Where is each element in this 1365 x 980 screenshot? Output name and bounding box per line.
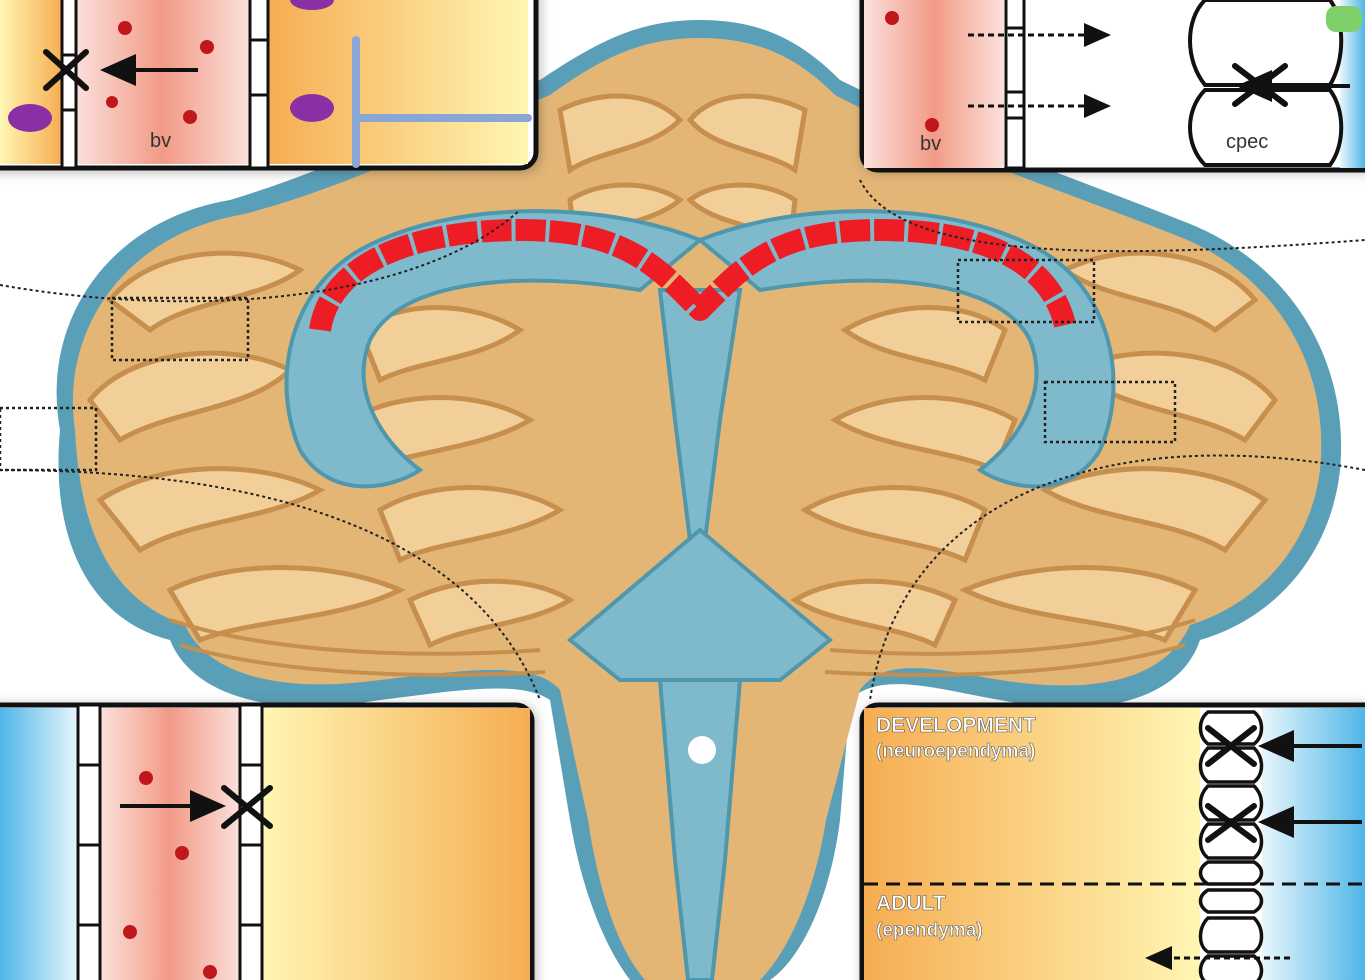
csf-space xyxy=(1262,708,1365,980)
adult-heading: ADULT xyxy=(876,892,946,915)
panel-bottom-left xyxy=(0,705,536,980)
parenchyma xyxy=(268,0,528,164)
blood-vessel xyxy=(100,708,240,980)
cell-nucleus xyxy=(8,104,52,132)
csf-space xyxy=(0,708,78,980)
epithelial-cell xyxy=(1190,90,1341,165)
ependymal-cells xyxy=(1201,712,1262,980)
parenchyma xyxy=(262,708,530,980)
green-marker xyxy=(1326,6,1362,32)
epithelial-cell xyxy=(1190,0,1341,85)
fenestrated-endothelium xyxy=(1006,0,1024,168)
development-subheading: (neuroependyma) xyxy=(876,741,1035,762)
canal-lumen xyxy=(688,736,716,764)
development-heading: DEVELOPMENT xyxy=(876,714,1036,737)
label-cpec: cpec xyxy=(1226,131,1268,153)
panel-top-left: bv xyxy=(0,0,540,172)
label-bv: bv xyxy=(920,133,941,155)
panel-top-right: bv cpec xyxy=(862,0,1365,172)
label-bv: bv xyxy=(150,130,171,152)
cell-nucleus xyxy=(290,94,334,122)
panel-bottom-right: DEVELOPMENT (neuroependyma) ADULT (epend… xyxy=(862,705,1365,980)
adult-subheading: (ependyma) xyxy=(876,920,983,941)
